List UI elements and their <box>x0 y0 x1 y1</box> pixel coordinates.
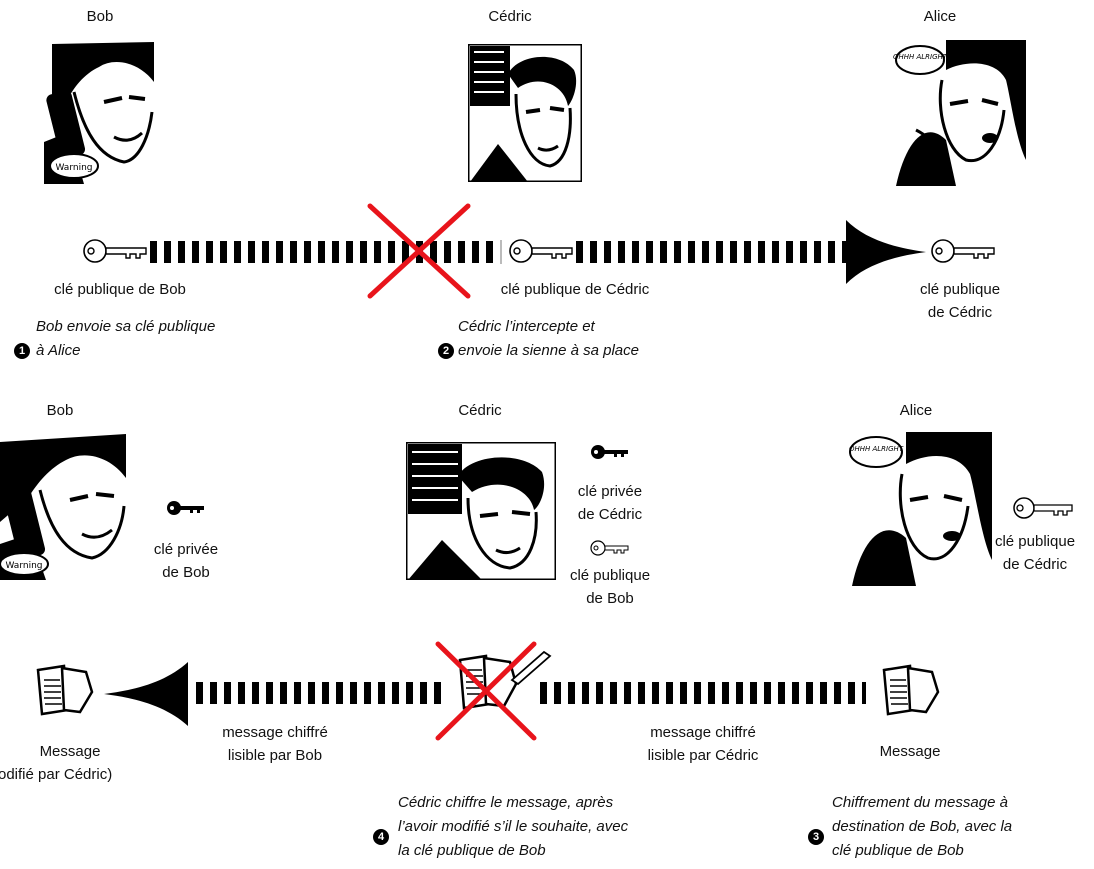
mid-bob-bubble: Warning <box>5 561 42 571</box>
left-arrow-label-1: message chiffré <box>222 724 328 741</box>
top-bob-portrait: Warning <box>44 42 156 184</box>
left-message-label-1: Message <box>39 743 101 760</box>
mid-alice-key-label-2: de Cédric <box>1002 556 1068 573</box>
step-3-line-2: destination de Bob, avec la <box>832 818 1013 835</box>
mid-bob-private-key-icon <box>167 501 204 515</box>
step-4-note: Cédric chiffre le message, après l’avoir… <box>398 791 718 863</box>
top-alice-public-key-icon <box>931 239 995 263</box>
mid-cedric-portrait <box>406 442 556 580</box>
top-alice-portrait: OHHH ALRIGHT <box>886 40 1026 186</box>
top-arrow-separator <box>500 240 502 264</box>
step-4-line-3: la clé publique de Bob <box>398 842 546 859</box>
mid-alice-bubble: OHHH ALRIGHT <box>849 445 904 453</box>
bottom-cross-icon <box>435 641 537 741</box>
top-bob-name: Bob <box>86 8 114 25</box>
top-bob-public-key-icon <box>83 239 147 263</box>
top-cedric-portrait <box>468 44 582 182</box>
top-alice-name: Alice <box>923 8 957 25</box>
right-document-icon <box>882 664 940 716</box>
left-message-label-2: odifié par Cédric) <box>0 766 113 783</box>
step-1-line-1: Bob envoie sa clé publique <box>36 318 216 335</box>
top-arrowhead-icon <box>846 220 926 284</box>
top-alice-bubble: OHHH ALRIGHT <box>893 53 948 61</box>
mid-alice-public-key-icon <box>1013 497 1073 519</box>
bottom-arrow-right-segment <box>540 682 866 704</box>
step-2-line-2: envoie la sienne à sa place <box>458 342 639 359</box>
step-2-line-1: Cédric l’intercepte et <box>458 318 595 335</box>
top-cedric-public-key-icon <box>509 239 573 263</box>
left-document-icon <box>36 664 94 716</box>
step-3-number: 3 <box>808 829 824 845</box>
right-message-label: Message <box>879 743 941 760</box>
top-bob-key-label: clé publique de Bob <box>54 281 186 298</box>
step-4-line-2: l’avoir modifié s’il le souhaite, avec <box>398 818 629 835</box>
top-bob-bubble: Warning <box>55 163 92 173</box>
top-alice-key-label-1: clé publique <box>919 281 1001 298</box>
step-2-note: Cédric l’intercepte et envoie la sienne … <box>458 315 758 363</box>
mid-bob-key-label-1: clé privée <box>153 541 219 558</box>
bottom-arrowhead-icon <box>104 662 188 726</box>
mid-cedric-private-key-icon <box>591 445 628 459</box>
left-arrow-label-2: lisible par Bob <box>227 747 323 764</box>
mid-alice-name: Alice <box>899 402 933 419</box>
step-3-note: Chiffrement du message à destination de … <box>832 791 1092 863</box>
mid-bob-key-label-2: de Bob <box>162 564 210 581</box>
top-alice-key-label-2: de Cédric <box>927 304 993 321</box>
mid-cedric-pub-label-2: de Bob <box>586 590 634 607</box>
step-1-number: 1 <box>14 343 30 359</box>
top-cross-icon <box>367 203 471 299</box>
step-4-line-1: Cédric chiffre le message, après <box>398 794 614 811</box>
mid-alice-portrait: OHHH ALRIGHT <box>842 432 992 586</box>
step-3-line-3: clé publique de Bob <box>832 842 964 859</box>
mid-cedric-pub-label-1: clé publique <box>569 567 651 584</box>
right-arrow-label-1: message chiffré <box>650 724 756 741</box>
step-2-number: 2 <box>438 343 454 359</box>
step-4-number: 4 <box>373 829 389 845</box>
top-cedric-name: Cédric <box>488 8 532 25</box>
top-cedric-key-label: clé publique de Cédric <box>500 281 650 298</box>
step-1-note: Bob envoie sa clé publique à Alice <box>36 315 336 363</box>
mid-bob-portrait: Warning <box>0 434 128 580</box>
mid-bob-name: Bob <box>46 402 74 419</box>
mid-cedric-priv-label-2: de Cédric <box>577 506 643 523</box>
step-3-line-1: Chiffrement du message à <box>832 794 1008 811</box>
mid-cedric-public-key-icon <box>590 540 629 556</box>
mid-cedric-priv-label-1: clé privée <box>577 483 643 500</box>
top-arrow-segment-2 <box>576 241 846 263</box>
right-arrow-label-2: lisible par Cédric <box>647 747 759 764</box>
mid-cedric-name: Cédric <box>458 402 502 419</box>
bottom-arrow-left-segment <box>196 682 448 704</box>
step-1-line-2: à Alice <box>36 342 81 359</box>
mid-alice-key-label-1: clé publique <box>994 533 1076 550</box>
